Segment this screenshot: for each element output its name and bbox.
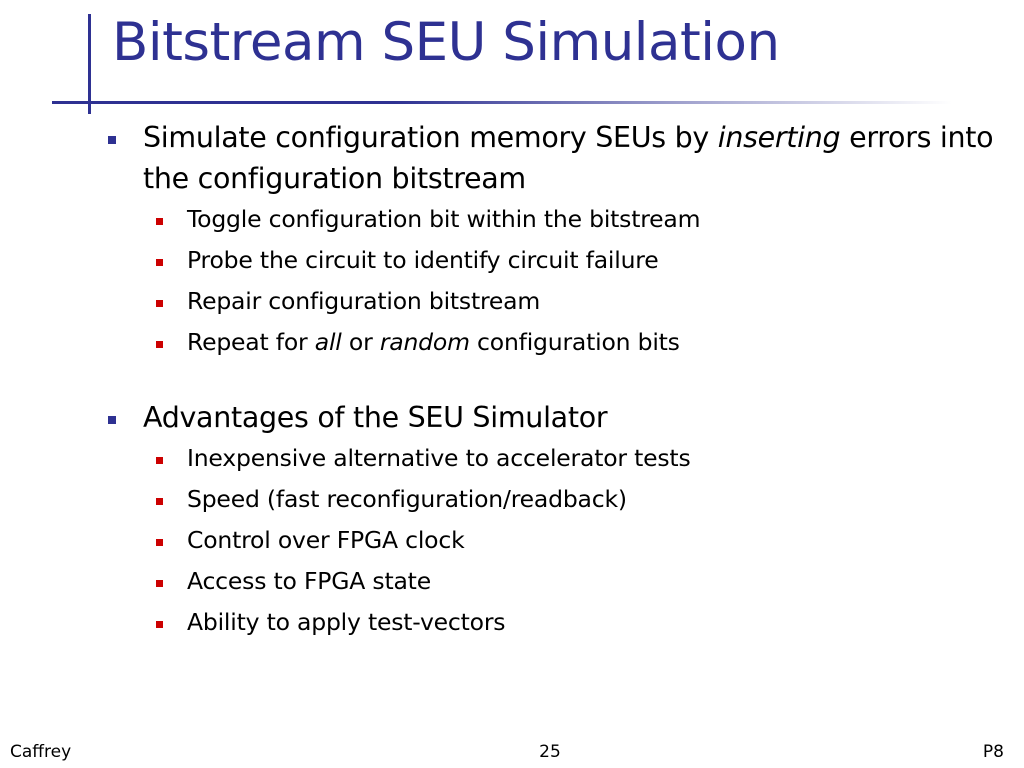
bullet-advantages: Advantages of the SEU Simulator (100, 397, 1000, 438)
emphasis-inserting: inserting (717, 121, 841, 154)
bullet-text: Advantages of the SEU Simulator (143, 401, 608, 434)
title-vertical-rule (88, 14, 91, 114)
bullet-text: Simulate configuration memory SEUs by (143, 121, 718, 154)
sub-bullet-repeat: Repeat for all or random configuration b… (100, 322, 1000, 363)
sub-bullet-clock: Control over FPGA clock (100, 520, 1000, 561)
red-square-bullet-icon (156, 300, 163, 307)
red-square-bullet-icon (156, 539, 163, 546)
red-square-bullet-icon (156, 621, 163, 628)
sub-bullet-text: Inexpensive alternative to accelerator t… (187, 444, 691, 472)
sub-bullet-text: Probe the circuit to identify circuit fa… (187, 246, 659, 274)
sub-bullet-text: Toggle configuration bit within the bits… (187, 205, 701, 233)
sub-bullet-text: Speed (fast reconfiguration/readback) (187, 485, 627, 513)
sub-bullet-text: Access to FPGA state (187, 567, 431, 595)
red-square-bullet-icon (156, 218, 163, 225)
footer-author: Caffrey (10, 742, 72, 762)
red-square-bullet-icon (156, 457, 163, 464)
sub-bullet-toggle: Toggle configuration bit within the bits… (100, 199, 1000, 240)
sub-bullet-text: Ability to apply test-vectors (187, 608, 506, 636)
slide-body: Simulate configuration memory SEUs by in… (100, 117, 1000, 643)
sub-bullet-repair: Repair configuration bitstream (100, 281, 1000, 322)
red-square-bullet-icon (156, 259, 163, 266)
sub-bullet-inexpensive: Inexpensive alternative to accelerator t… (100, 438, 1000, 479)
sub-bullet-text: Repair configuration bitstream (187, 287, 541, 315)
emphasis-all: all (314, 328, 342, 356)
sub-bullet-vectors: Ability to apply test-vectors (100, 602, 1000, 643)
sub-bullet-text: Repeat for (187, 328, 315, 356)
sub-bullet-text: or (341, 328, 380, 356)
sub-bullet-text: configuration bits (469, 328, 680, 356)
footer-section-label: P8 (982, 742, 1004, 762)
sub-bullet-state: Access to FPGA state (100, 561, 1000, 602)
sub-bullet-speed: Speed (fast reconfiguration/readback) (100, 479, 1000, 520)
red-square-bullet-icon (156, 341, 163, 348)
blue-square-bullet-icon (108, 136, 116, 144)
bullet-simulate: Simulate configuration memory SEUs by in… (100, 117, 1000, 199)
slide-title: Bitstream SEU Simulation (112, 12, 780, 73)
sub-bullet-probe: Probe the circuit to identify circuit fa… (100, 240, 1000, 281)
blue-square-bullet-icon (108, 416, 116, 424)
emphasis-random: random (379, 328, 470, 356)
bullet-spacer (100, 363, 1000, 397)
title-horizontal-rule (52, 101, 952, 104)
footer-slide-number: 25 (539, 742, 561, 762)
red-square-bullet-icon (156, 498, 163, 505)
sub-bullet-text: Control over FPGA clock (187, 526, 465, 554)
red-square-bullet-icon (156, 580, 163, 587)
bullet-text: errors into the configuration bitstream (143, 121, 994, 195)
